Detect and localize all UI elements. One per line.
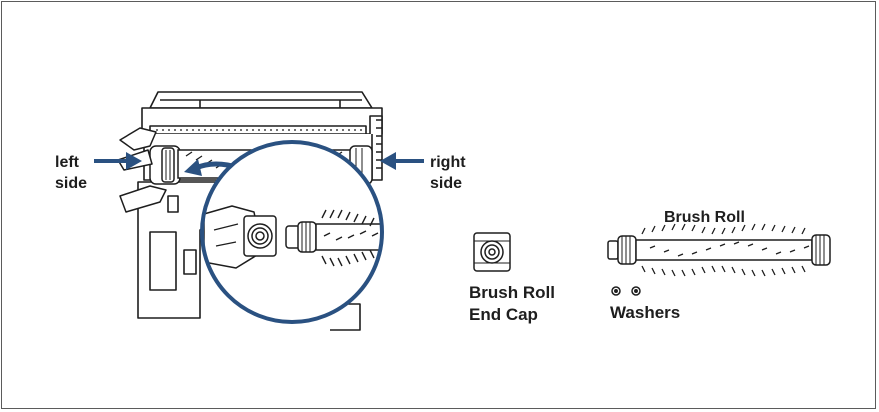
left-side-arrow bbox=[94, 152, 142, 170]
brush-roll-bristles bbox=[641, 223, 810, 277]
brush-roll-label: Brush Roll bbox=[664, 209, 745, 226]
left-side-label-line2: side bbox=[55, 175, 87, 192]
arrow-left-icon bbox=[380, 152, 396, 170]
end-cap-part bbox=[473, 232, 511, 272]
washers-label: Washers bbox=[610, 303, 680, 322]
right-side-label-line1: right bbox=[430, 154, 466, 171]
end-cap-label-line1: Brush Roll bbox=[469, 283, 555, 302]
brush-roll-part bbox=[607, 234, 831, 266]
end-cap-label-line2: End Cap bbox=[469, 305, 538, 324]
right-side-arrow bbox=[380, 152, 424, 170]
zoom-detail bbox=[200, 140, 384, 324]
arrow-right-icon bbox=[126, 152, 142, 170]
right-side-label-line2: side bbox=[430, 175, 462, 192]
zoom-bristles bbox=[321, 209, 379, 267]
washers-part bbox=[611, 286, 641, 296]
left-side-label-line1: left bbox=[55, 154, 80, 171]
